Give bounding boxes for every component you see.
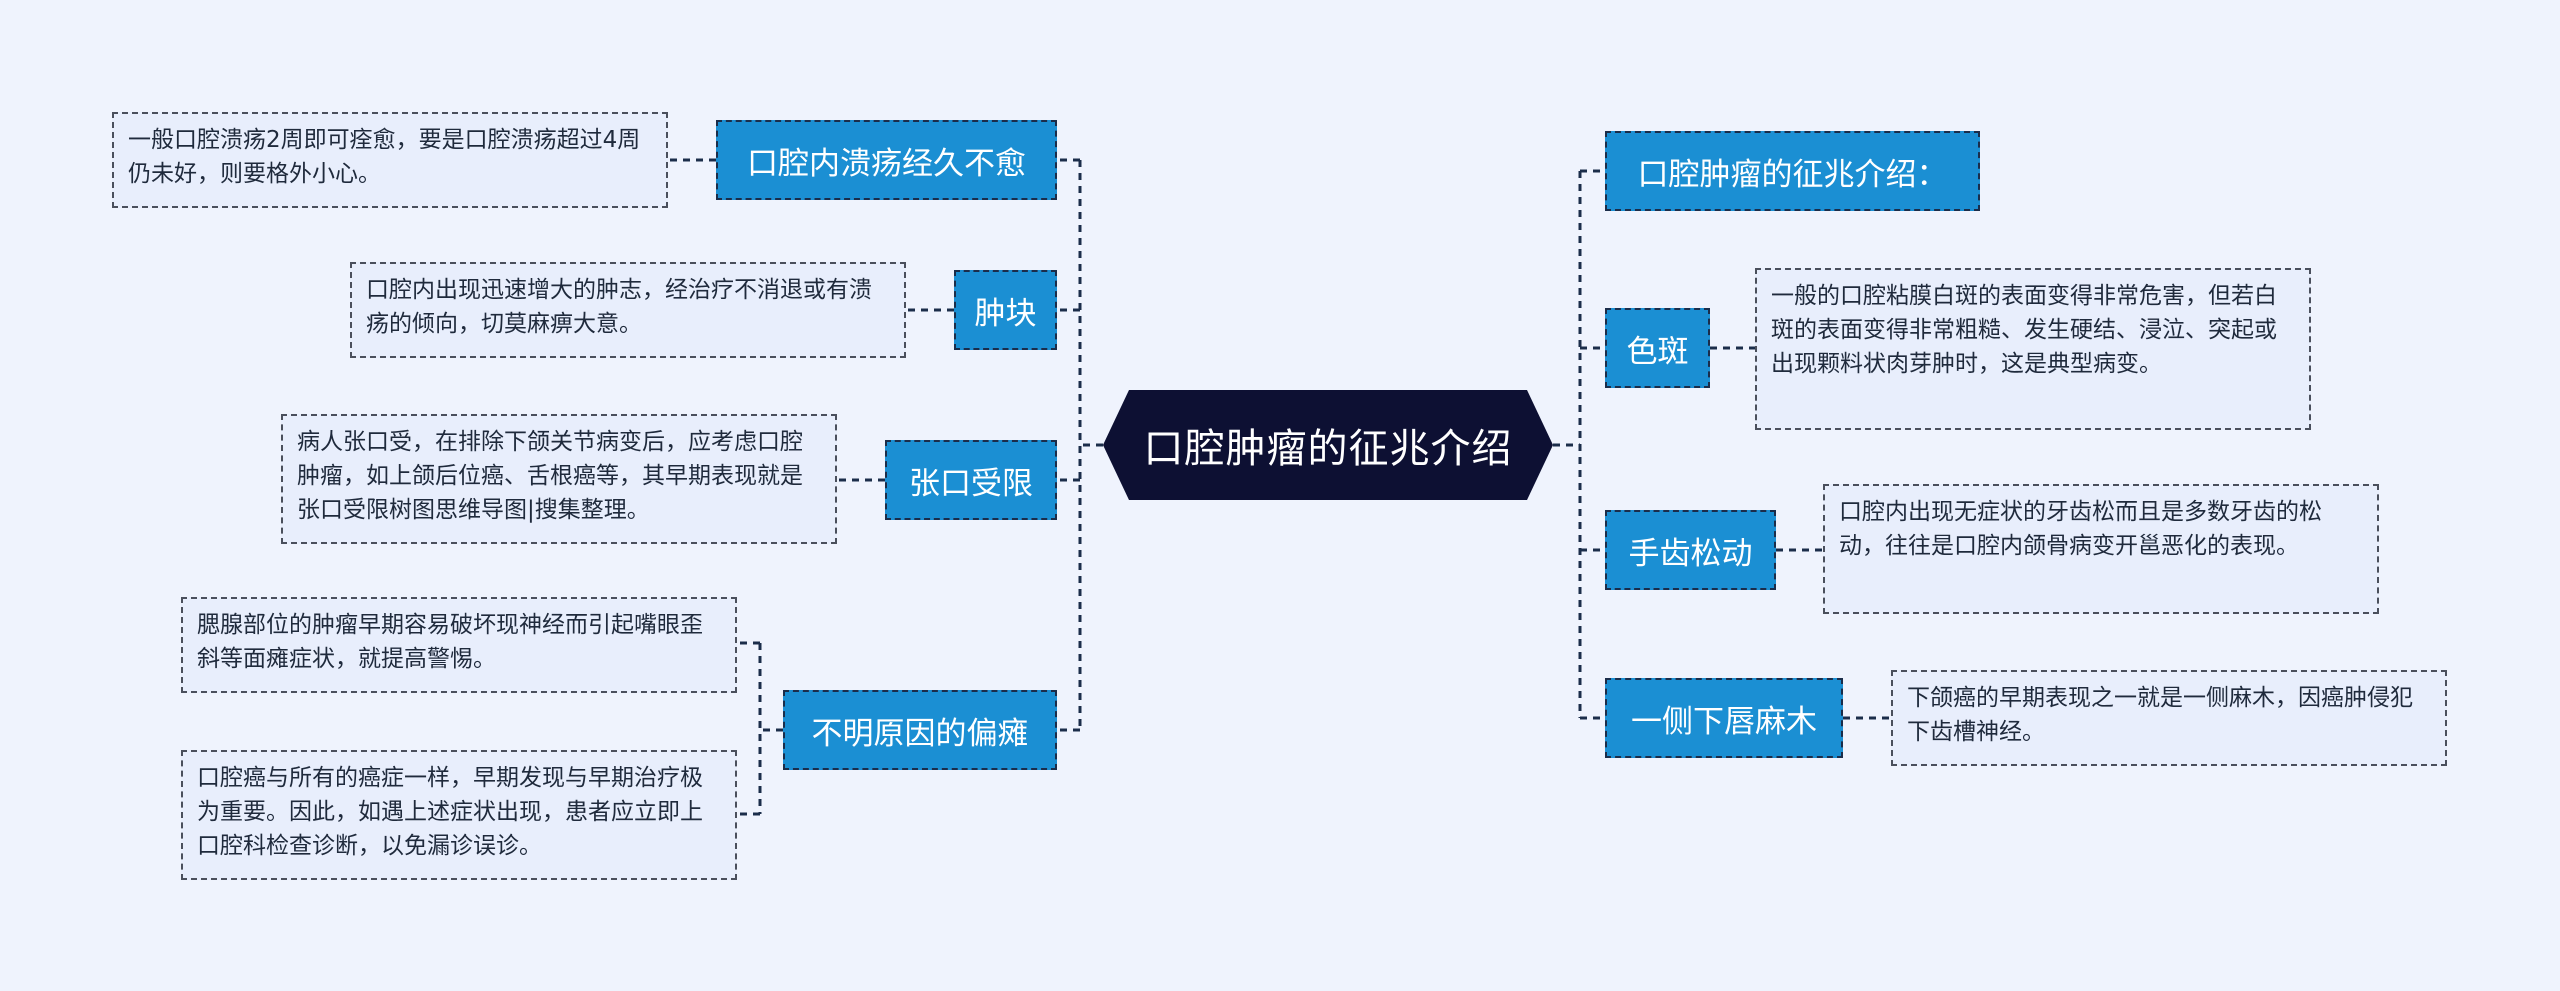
central-topic[interactable]: 口腔肿瘤的征兆介绍 (1103, 390, 1553, 500)
branch-lip-numbness[interactable]: 一侧下唇麻木 (1605, 678, 1843, 758)
leaf-lump-detail: 口腔内出现迅速增大的肿志，经治疗不消退或有溃疡的倾向，切莫麻痹大意。 (350, 262, 906, 358)
leaf-paralysis-detail-2: 口腔癌与所有的癌症一样，早期发现与早期治疗极为重要。因此，如遇上述症状出现，患者… (181, 750, 737, 880)
leaf-loose-teeth-detail: 口腔内出现无症状的牙齿松而且是多数牙齿的松动，往往是口腔内颌骨病变开邕恶化的表现… (1823, 484, 2379, 614)
branch-unexplained-paralysis[interactable]: 不明原因的偏瘫 (783, 690, 1057, 770)
leaf-pigmented-spot-detail: 一般的口腔粘膜白斑的表面变得非常危害，但若白斑的表面变得非常粗糙、发生硬结、浸泣… (1755, 268, 2311, 430)
leaf-lip-numbness-detail: 下颌癌的早期表现之一就是一侧麻木，因癌肿侵犯下齿槽神经。 (1891, 670, 2447, 766)
branch-oral-ulcer[interactable]: 口腔内溃疡经久不愈 (716, 120, 1057, 200)
branch-pigmented-spot[interactable]: 色斑 (1605, 308, 1710, 388)
branch-lump[interactable]: 肿块 (954, 270, 1057, 350)
leaf-oral-ulcer-detail: 一般口腔溃疡2周即可痊愈，要是口腔溃疡超过4周仍未好，则要格外小心。 (112, 112, 668, 208)
leaf-paralysis-detail-1: 腮腺部位的肿瘤早期容易破坏现神经而引起嘴眼歪斜等面瘫症状，就提高警惕。 (181, 597, 737, 693)
branch-loose-teeth[interactable]: 手齿松动 (1605, 510, 1776, 590)
branch-intro-heading[interactable]: 口腔肿瘤的征兆介绍： (1605, 131, 1980, 211)
branch-limited-mouth-opening[interactable]: 张口受限 (885, 440, 1057, 520)
leaf-mouth-opening-detail: 病人张口受，在排除下颌关节病变后，应考虑口腔肿瘤，如上颌后位癌、舌根癌等，其早期… (281, 414, 837, 544)
